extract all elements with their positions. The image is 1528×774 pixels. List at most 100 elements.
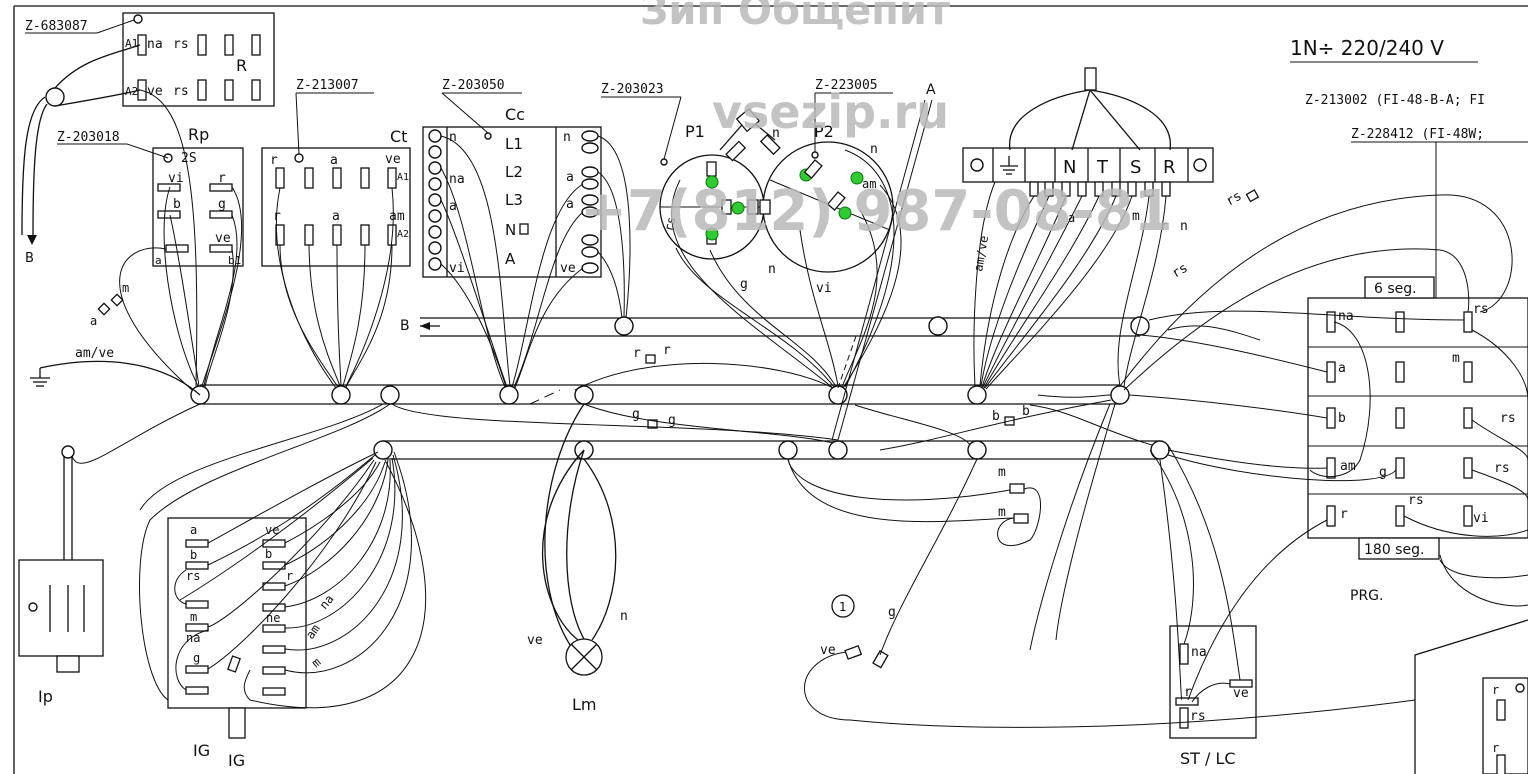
svg-text:ve: ve: [560, 261, 576, 276]
svg-text:am: am: [1340, 459, 1356, 474]
led-p1-1: [705, 175, 719, 189]
svg-text:a: a: [330, 153, 338, 168]
svg-text:b: b: [1022, 404, 1030, 419]
svg-text:a: a: [1338, 361, 1346, 376]
svg-text:m: m: [309, 655, 324, 670]
led-p1-3: [705, 227, 719, 241]
cc-label-0: L1: [505, 135, 523, 153]
svg-text:rs: rs: [1224, 189, 1245, 210]
svg-text:r: r: [1492, 683, 1499, 697]
label-prg: PRG.: [1350, 588, 1383, 604]
svg-text:a: a: [190, 523, 197, 537]
svg-text:g: g: [740, 277, 748, 292]
svg-text:n: n: [563, 130, 571, 145]
component-rp: Rp 2S vi r b g ve a b1: [152, 125, 244, 267]
label-na: na: [147, 37, 163, 52]
bus-lower: [383, 440, 1160, 460]
svg-text:r: r: [286, 569, 293, 583]
label-rs: rs: [173, 84, 189, 99]
component-prg: 6 seg. 180 seg. PRG. na rs a m b rs am g…: [1307, 276, 1528, 604]
label-ve: ve: [147, 84, 163, 99]
label-cc: Cc: [505, 105, 525, 124]
cc-label-4: A: [505, 250, 516, 268]
svg-text:b: b: [992, 409, 1000, 424]
svg-text:na: na: [317, 592, 337, 612]
led-p2-3: [838, 206, 852, 220]
svg-text:ve: ve: [820, 643, 836, 658]
svg-text:na: na: [1191, 645, 1207, 660]
label-st-lc: ST / LC: [1180, 749, 1236, 768]
terminal-3: R: [1163, 157, 1176, 178]
svg-text:b: b: [265, 547, 272, 561]
svg-text:am/ve: am/ve: [971, 235, 991, 273]
svg-text:a: a: [566, 170, 574, 185]
label-rp: Rp: [188, 125, 209, 144]
label-b-arrow: B: [400, 318, 410, 334]
code-p2: Z-223005: [815, 78, 878, 93]
label-ip: Ip: [38, 687, 53, 706]
svg-text:g: g: [218, 197, 226, 212]
svg-text:m: m: [998, 465, 1006, 480]
led-p2-2: [850, 171, 864, 185]
component-lm: Lm ve n: [527, 403, 628, 714]
component-r: A1 na rs R A2 ve rs: [122, 12, 275, 107]
component-ct: Ct r a ve A1 r a am A2: [261, 127, 411, 267]
svg-text:n: n: [768, 262, 776, 277]
ref-1: 1: [839, 600, 847, 614]
partial-component-br: r r: [1414, 619, 1528, 774]
svg-text:am: am: [862, 177, 876, 191]
svg-text:na: na: [1338, 309, 1354, 324]
svg-text:ve: ve: [215, 231, 231, 246]
svg-text:ve: ve: [527, 633, 543, 648]
label-2s: 2S: [181, 151, 197, 166]
component-cc: Cc n na a vi L1 L2 L3 N A n a a ve: [422, 105, 602, 278]
svg-text:A1: A1: [397, 172, 409, 183]
code-ct: Z-213007: [296, 78, 359, 93]
cc-label-1: L2: [505, 163, 523, 181]
code-cc: Z-203050: [442, 78, 505, 93]
svg-text:g: g: [1379, 465, 1387, 480]
code-r: Z-683087: [25, 19, 88, 34]
ref-circle: [831, 594, 855, 618]
svg-text:b: b: [173, 197, 181, 212]
voltage-label: 1N÷ 220/240 V: [1290, 36, 1444, 60]
label-ct: Ct: [390, 127, 407, 146]
svg-text:vi: vi: [168, 171, 184, 186]
svg-text:g: g: [632, 407, 640, 422]
label-lm: Lm: [572, 695, 597, 714]
cc-label-2: L3: [505, 191, 523, 209]
svg-text:r: r: [1340, 507, 1348, 522]
watermark-phone: +7(812) 987-08-81: [580, 179, 1173, 244]
watermark-site: vsezip.ru: [712, 85, 949, 139]
svg-text:m: m: [998, 505, 1006, 520]
svg-text:rs: rs: [1500, 411, 1516, 426]
svg-text:r: r: [270, 153, 278, 168]
code-rp: Z-203018: [57, 130, 120, 145]
svg-text:m: m: [1452, 351, 1460, 366]
svg-text:b: b: [190, 548, 197, 562]
model-line-1: Z-213002 (FI-48-B-A; FI: [1305, 93, 1485, 108]
svg-text:rs: rs: [186, 569, 200, 583]
mains-cable: [1009, 67, 1171, 151]
model-line-2: Z-228412 (FI-48W;: [1351, 127, 1484, 142]
svg-text:r: r: [1492, 741, 1499, 755]
svg-text:vi: vi: [816, 281, 832, 296]
svg-text:g: g: [888, 605, 896, 620]
svg-text:n: n: [1180, 219, 1188, 234]
svg-text:ve: ve: [1233, 686, 1249, 701]
svg-text:a: a: [1068, 211, 1075, 225]
svg-text:rs: rs: [1408, 493, 1424, 508]
svg-text:a: a: [566, 197, 574, 212]
svg-text:b: b: [1338, 411, 1346, 426]
svg-text:am/ve: am/ve: [75, 346, 114, 361]
svg-text:g: g: [668, 413, 676, 428]
terminal-0: N: [1063, 157, 1076, 178]
svg-text:r: r: [663, 343, 671, 358]
svg-text:rs: rs: [1494, 461, 1510, 476]
svg-text:a: a: [332, 209, 340, 224]
led-p1-2: [731, 201, 745, 215]
svg-text:n: n: [620, 609, 628, 624]
label-rs: rs: [173, 37, 189, 52]
wires: [71, 89, 1528, 728]
